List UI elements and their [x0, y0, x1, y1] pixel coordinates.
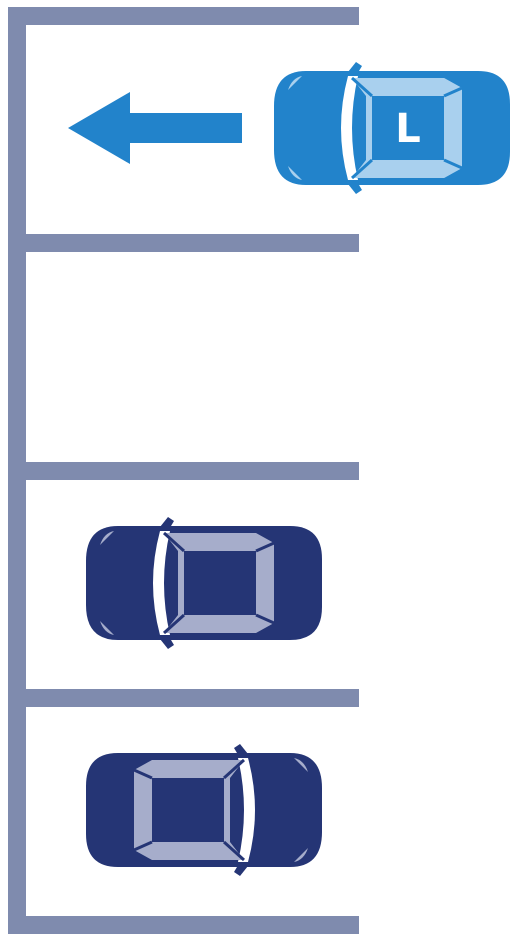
- bay-divider-1: [8, 234, 359, 252]
- arrow-left-icon: [68, 92, 242, 164]
- bay-divider-top: [8, 7, 359, 25]
- learner-plate-label: L: [395, 106, 421, 152]
- parked-car-2-icon: [86, 744, 322, 876]
- bay-divider-bottom: [8, 916, 359, 934]
- bay-divider-2: [8, 462, 359, 480]
- parked-car-1-icon: [86, 517, 322, 649]
- bay-divider-3: [8, 689, 359, 707]
- car-roof: [152, 778, 224, 842]
- learner-car-icon: L: [274, 62, 510, 194]
- car-roof: [184, 551, 256, 615]
